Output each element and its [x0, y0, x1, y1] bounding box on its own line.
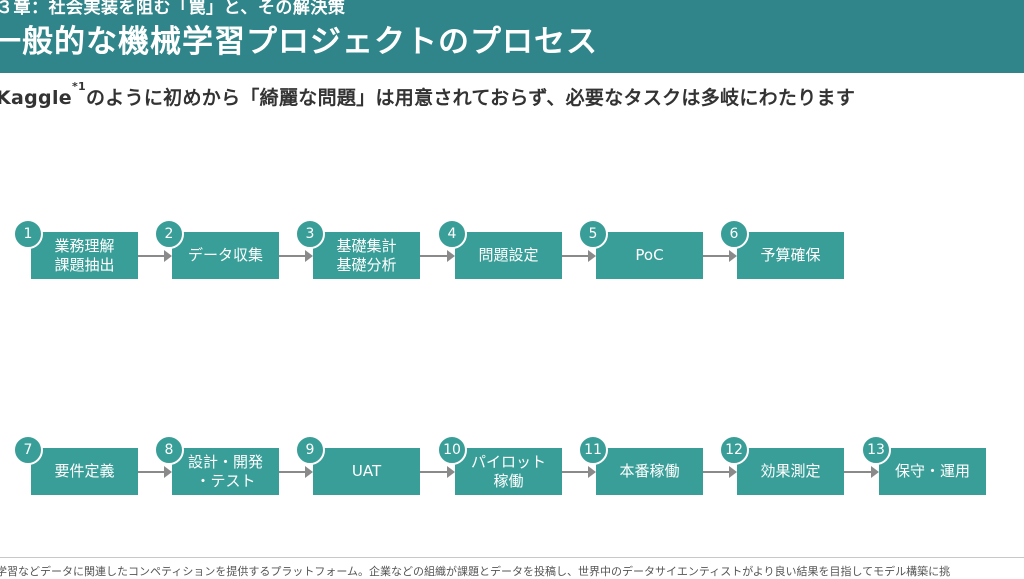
flow-arrow	[562, 250, 596, 262]
process-step-2: データ収集 2	[154, 219, 279, 279]
step-label: 予算確保	[737, 232, 844, 279]
step-label: 業務理解 課題抽出	[31, 232, 138, 279]
step-number-badge: 13	[861, 435, 891, 465]
process-step-10: パイロット 稼働 10	[437, 435, 562, 495]
step-label: 要件定義	[31, 448, 138, 495]
flow-arrow	[844, 466, 879, 478]
process-step-5: PoC 5	[578, 219, 703, 279]
subtitle-prefix: Kaggle	[0, 87, 72, 109]
header-bar: ３章：社会実装を阻む「罠」と、その解決策 一般的な機械学習プロジェクトのプロセス	[0, 0, 1024, 73]
step-number-badge: 11	[578, 435, 608, 465]
process-step-3: 基礎集計 基礎分析 3	[295, 219, 420, 279]
footnote-marker: *1	[71, 80, 86, 93]
step-label: 効果測定	[737, 448, 844, 495]
flow-arrow	[420, 250, 455, 262]
subtitle-text: のように初めから「綺麗な問題」は用意されておらず、必要なタスクは多岐にわたります	[85, 87, 856, 109]
step-label: UAT	[313, 448, 420, 495]
step-number-badge: 7	[13, 435, 43, 465]
step-label: パイロット 稼働	[455, 448, 562, 495]
process-step-8: 設計・開発 ・テスト 8	[154, 435, 279, 495]
step-number-badge: 12	[719, 435, 749, 465]
process-step-1: 業務理解 課題抽出 1	[13, 219, 138, 279]
flow-arrow	[562, 466, 596, 478]
process-step-12: 効果測定 12	[719, 435, 844, 495]
step-label: 本番稼働	[596, 448, 703, 495]
flow-arrow	[279, 466, 313, 478]
step-number-badge: 1	[13, 219, 43, 249]
chapter-heading: ３章：社会実装を阻む「罠」と、その解決策	[0, 0, 346, 18]
flow-arrow	[420, 466, 455, 478]
step-number-badge: 3	[295, 219, 325, 249]
process-step-7: 要件定義 7	[13, 435, 138, 495]
process-step-11: 本番稼働 11	[578, 435, 703, 495]
step-number-badge: 9	[295, 435, 325, 465]
process-step-9: UAT 9	[295, 435, 420, 495]
step-number-badge: 4	[437, 219, 467, 249]
step-label: 設計・開発 ・テスト	[172, 448, 279, 495]
step-label: 保守・運用	[879, 448, 986, 495]
step-number-badge: 5	[578, 219, 608, 249]
flow-arrow	[138, 466, 172, 478]
step-label: データ収集	[172, 232, 279, 279]
footnote-text: 学習などデータに関連したコンペティションを提供するプラットフォーム。企業などの組…	[0, 565, 951, 578]
step-label: PoC	[596, 232, 703, 279]
flow-arrow	[703, 466, 737, 478]
step-label: 問題設定	[455, 232, 562, 279]
process-step-6: 予算確保 6	[719, 219, 844, 279]
flow-arrow	[138, 250, 172, 262]
step-number-badge: 10	[437, 435, 467, 465]
step-number-badge: 6	[719, 219, 749, 249]
slide-subtitle: Kaggle*1のように初めから「綺麗な問題」は用意されておらず、必要なタスクは…	[0, 80, 856, 110]
step-number-badge: 2	[154, 219, 184, 249]
process-step-4: 問題設定 4	[437, 219, 562, 279]
slide-title: 一般的な機械学習プロジェクトのプロセス	[0, 24, 598, 60]
flow-arrow	[279, 250, 313, 262]
process-step-13: 保守・運用 13	[861, 435, 986, 495]
footnote-divider	[0, 557, 1024, 558]
step-label: 基礎集計 基礎分析	[313, 232, 420, 279]
step-number-badge: 8	[154, 435, 184, 465]
flow-arrow	[703, 250, 737, 262]
